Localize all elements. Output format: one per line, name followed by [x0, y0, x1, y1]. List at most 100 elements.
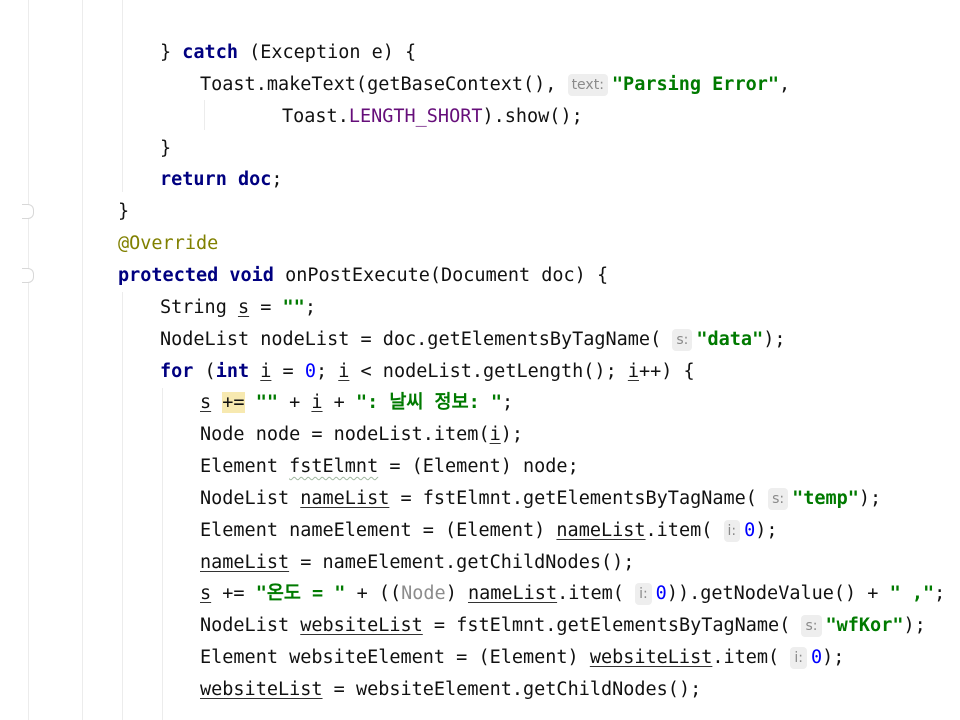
- code-token: ;: [271, 169, 283, 191]
- code-token: nameList: [200, 551, 290, 573]
- code-token: ;: [304, 296, 316, 318]
- indent-guide: [122, 292, 123, 720]
- code-line[interactable]: NodeList nodeList = doc.getElementsByTag…: [160, 324, 785, 356]
- parameter-hint: i:: [635, 583, 652, 606]
- indent-guide: [162, 388, 163, 720]
- code-token: );: [500, 424, 524, 446]
- code-token: catch: [182, 42, 238, 63]
- code-line[interactable]: }: [118, 196, 129, 228]
- code-token: "wfKor": [825, 615, 904, 637]
- code-line[interactable]: @Override: [118, 228, 218, 260]
- code-token: String: [160, 296, 238, 318]
- fold-end-icon[interactable]: [22, 204, 34, 219]
- code-token: }: [118, 201, 130, 223]
- code-token: (Exception e) {: [237, 42, 417, 63]
- parameter-hint: text:: [567, 73, 608, 96]
- code-line[interactable]: }: [160, 133, 171, 165]
- code-token: ;: [315, 360, 339, 382]
- code-token: +=: [211, 583, 256, 605]
- code-token: 0: [304, 360, 316, 382]
- code-token: nameList: [556, 519, 646, 541]
- code-token: s: [237, 296, 250, 318]
- code-line[interactable]: protected void onPostExecute(Document do…: [118, 260, 608, 292]
- code-token: [249, 361, 260, 382]
- code-token: return: [160, 169, 227, 191]
- fold-start-icon[interactable]: [22, 268, 34, 283]
- parameter-hint: s:: [672, 328, 693, 351]
- code-token: i: [338, 360, 350, 382]
- code-token: fstElmnt: [289, 456, 379, 478]
- code-token: +: [322, 392, 356, 414]
- code-token: ": 날씨 정보: ": [355, 392, 503, 414]
- code-line[interactable]: websiteList = websiteElement.getChildNod…: [200, 674, 701, 706]
- code-line[interactable]: nameList = nameElement.getChildNodes();: [200, 547, 634, 579]
- code-token: [211, 392, 222, 413]
- code-line[interactable]: Element nameElement = (Element) nameList…: [200, 515, 778, 547]
- code-token: "": [282, 296, 305, 318]
- code-token: ++) {: [638, 360, 695, 382]
- code-token: ;: [502, 392, 514, 414]
- code-token: }: [160, 42, 183, 63]
- code-token: s: [200, 583, 212, 605]
- code-token: for: [160, 360, 194, 382]
- code-token: NodeList: [200, 487, 301, 509]
- code-token: Toast.makeText(getBaseContext(),: [200, 73, 568, 95]
- code-token: @Override: [118, 233, 219, 255]
- indent-guide: [204, 100, 205, 130]
- code-token: Element: [200, 456, 290, 478]
- parameter-hint: i:: [723, 519, 741, 542]
- code-line[interactable]: Element fstElmnt = (Element) node;: [200, 451, 579, 483]
- code-line[interactable]: Toast.makeText(getBaseContext(), text:"P…: [200, 69, 790, 101]
- code-token: (: [193, 360, 216, 382]
- code-line[interactable]: } catch (Exception e) {: [160, 37, 416, 69]
- code-token: = fstElmnt.getElementsByTagName(: [422, 615, 802, 637]
- code-line[interactable]: Toast.LENGTH_SHORT).show();: [282, 101, 583, 133]
- code-token: websiteList: [589, 647, 713, 669]
- parameter-hint: s:: [768, 487, 789, 510]
- code-token: nameList: [300, 487, 390, 509]
- code-token: [227, 169, 238, 190]
- code-token: +=: [222, 392, 245, 414]
- code-line[interactable]: for (int i = 0; i < nodeList.getLength()…: [160, 356, 695, 388]
- code-line[interactable]: Element websiteElement = (Element) websi…: [200, 642, 844, 674]
- code-token: i: [489, 424, 501, 446]
- code-token: Element nameElement = (Element): [200, 519, 557, 541]
- code-token: + ((: [345, 583, 402, 605]
- gutter-divider: [28, 0, 29, 720]
- code-token: 0: [744, 519, 756, 541]
- code-token: Node node = nodeList.item(: [200, 424, 490, 446]
- code-line[interactable]: Node node = nodeList.item(i);: [200, 419, 523, 451]
- code-token: i: [311, 392, 323, 414]
- code-token: ;: [934, 583, 946, 605]
- code-token: "temp": [792, 487, 859, 509]
- code-token: = websiteElement.getChildNodes();: [322, 679, 702, 700]
- code-token: websiteList: [300, 615, 423, 637]
- code-token: 0: [810, 647, 823, 669]
- code-line[interactable]: s += "온도 = " + ((Node) nameList.item( i:…: [200, 578, 945, 610]
- code-token: = fstElmnt.getElementsByTagName(: [389, 487, 769, 509]
- code-token: );: [822, 647, 845, 669]
- code-line[interactable]: s += "" + i + ": 날씨 정보: ";: [200, 387, 513, 419]
- code-line[interactable]: NodeList nameList = fstElmnt.getElements…: [200, 483, 881, 515]
- code-token: = nameElement.getChildNodes();: [289, 551, 635, 573]
- code-token: ): [445, 583, 468, 605]
- code-token: .item(: [645, 519, 724, 541]
- code-token: nameList: [467, 583, 558, 605]
- code-token: [218, 265, 229, 286]
- code-token: "data": [696, 328, 764, 350]
- code-token: i: [627, 360, 639, 382]
- code-line[interactable]: NodeList websiteList = fstElmnt.getEleme…: [200, 610, 926, 642]
- code-line[interactable]: return doc;: [160, 164, 283, 196]
- code-token: .item(: [557, 583, 636, 605]
- code-token: int: [215, 360, 250, 382]
- code-token: Node: [401, 583, 446, 605]
- code-token: [245, 392, 256, 413]
- code-token: LENGTH_SHORT: [348, 105, 483, 127]
- indent-guide: [122, 0, 123, 192]
- code-token: i: [260, 360, 272, 382]
- code-line[interactable]: String s = "";: [160, 292, 316, 324]
- code-token: .item(: [712, 647, 791, 669]
- code-token: =: [249, 296, 283, 318]
- code-token: < nodeList.getLength();: [349, 360, 628, 382]
- code-token: );: [903, 615, 926, 637]
